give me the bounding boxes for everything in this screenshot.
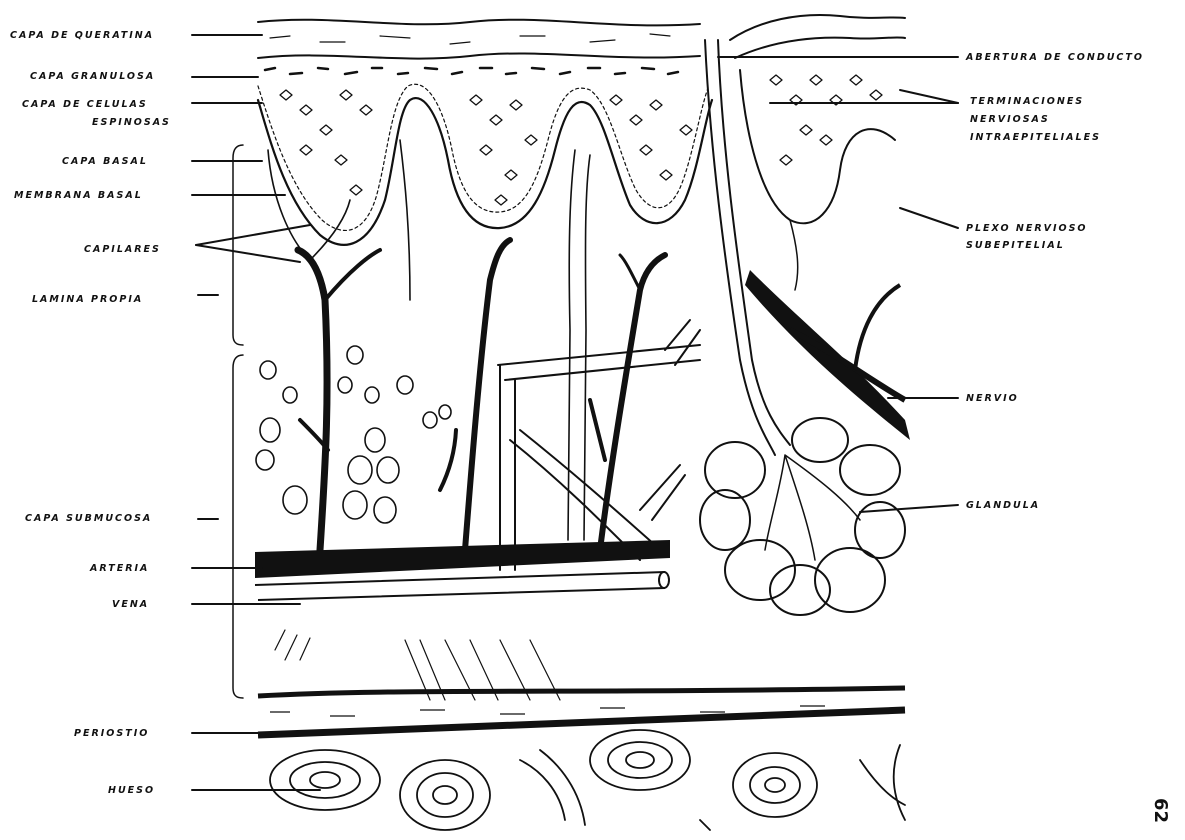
label-intraepiteliales: INTRAEPITELIALES [970,131,1101,144]
periosteum [258,688,905,735]
spinous-cells [280,90,692,205]
label-plexo-nervioso: PLEXO NERVIOSO [966,222,1088,235]
basal-membrane [258,84,712,245]
granular-layer [265,68,678,74]
adipose-cells [256,346,451,523]
arterioles [298,240,665,550]
label-hueso: HUESO [108,784,155,797]
bracket-submucosa [233,355,243,698]
bone [270,730,905,830]
keratin-layer [258,20,700,59]
label-terminaciones: TERMINACIONES [970,95,1084,108]
label-lamina-propia: LAMINA PROPIA [32,293,143,306]
label-capa-granulosa: CAPA GRANULOSA [30,70,155,83]
label-capa-queratina: CAPA DE QUERATINA [10,29,154,42]
label-espinosas: ESPINOSAS [92,116,171,129]
bracket-lamina [233,145,243,345]
label-nervio: NERVIO [966,392,1019,405]
leader-lines-left [192,35,320,790]
brackets [233,145,243,698]
label-arteria: ARTERIA [90,562,149,575]
label-membrana-basal: MEMBRANA BASAL [14,189,143,202]
vessel-network [498,320,700,570]
label-abertura-conducto: ABERTURA DE CONDUCTO [966,51,1144,64]
label-glandula: GLANDULA [966,499,1040,512]
capillaries [268,140,590,540]
label-capilares: CAPILARES [84,243,161,256]
label-capa-basal: CAPA BASAL [62,155,148,168]
page-number: 62 [1150,798,1171,823]
label-subepitelial: SUBEPITELIAL [966,239,1065,252]
label-periostio: PERIOSTIO [74,727,149,740]
label-vena: VENA [112,598,149,611]
label-nerviosas: NERVIOSAS [970,113,1050,126]
label-capa-submucosa: CAPA SUBMUCOSA [25,512,152,525]
gland [700,418,905,615]
label-capa-celulas: CAPA DE CELULAS [22,98,148,111]
